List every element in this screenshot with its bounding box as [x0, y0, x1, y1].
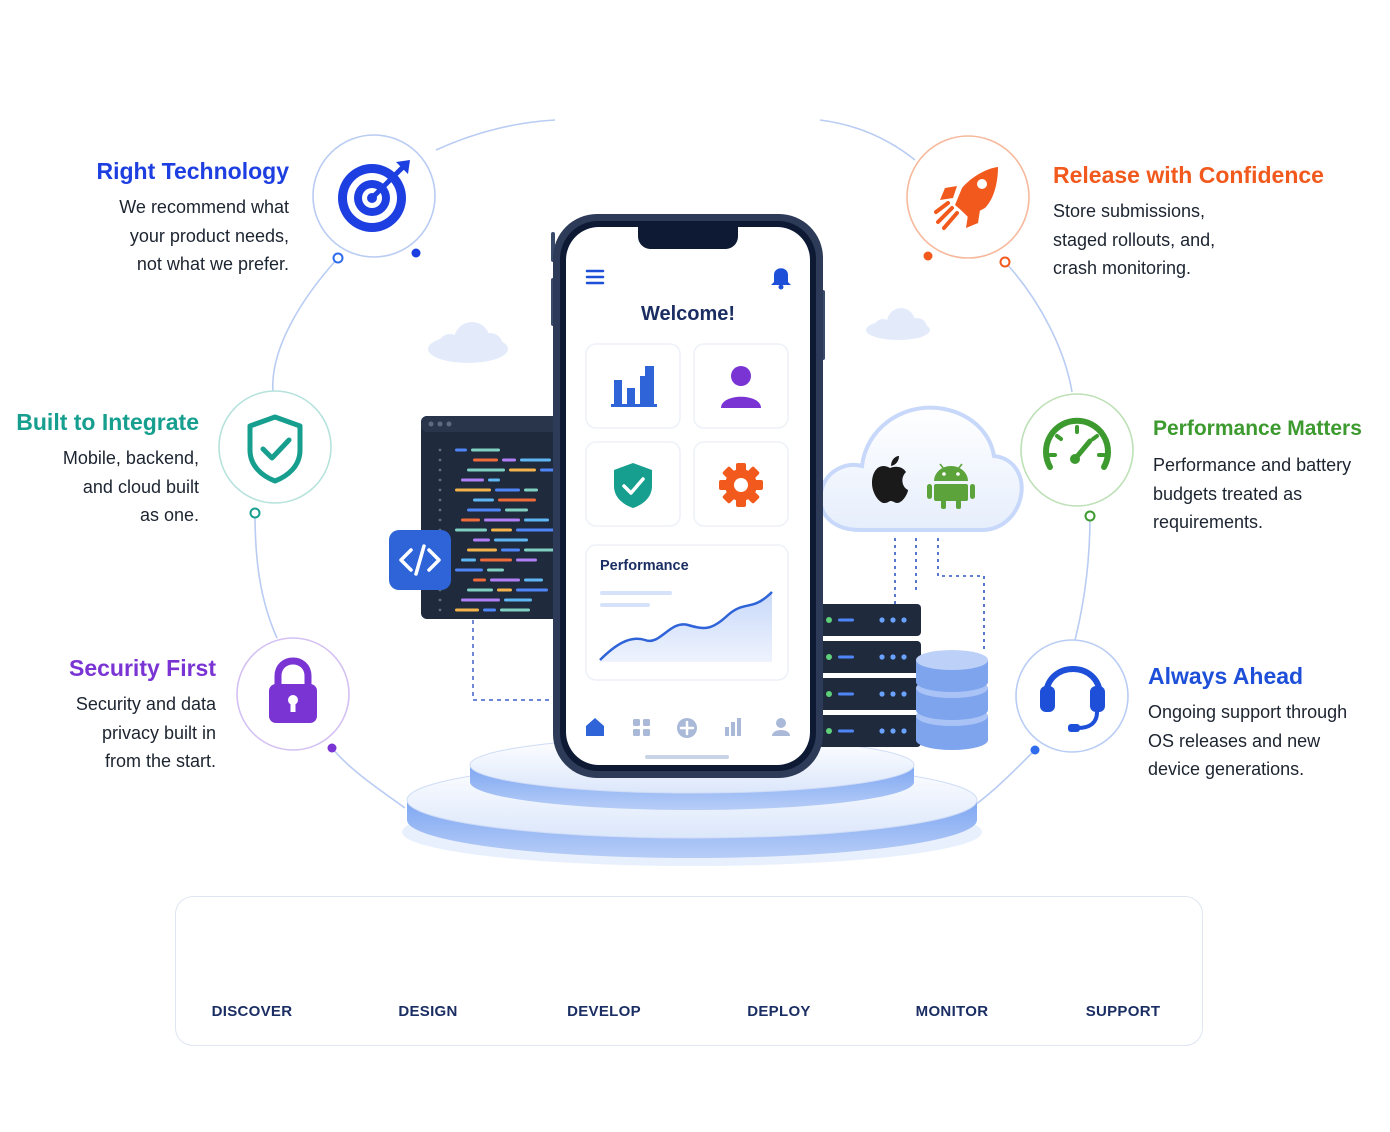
performance-card-title: Performance [600, 558, 689, 574]
profile-icon [772, 718, 790, 736]
feature-description: We recommend what your product needs, no… [119, 197, 289, 274]
feature-description: Store submissions, staged rollouts, and,… [1053, 201, 1216, 278]
user-icon [721, 366, 761, 408]
feature-security-first: Security First Security and data privacy… [0, 654, 216, 776]
feature-title: Right Technology [96, 158, 289, 184]
performance-line-chart [599, 591, 773, 662]
feature-title: Always Ahead [1148, 663, 1304, 689]
target-icon [338, 160, 410, 232]
feature-title: Performance Matters [1153, 417, 1362, 440]
orbit-nodes [249, 248, 1096, 755]
code-badge-icon [389, 530, 451, 590]
android-icon [927, 463, 975, 509]
step-deploy: DEPLOY [747, 1003, 811, 1020]
home-icon [586, 718, 604, 736]
small-cloud-icon [428, 322, 508, 363]
shield-check-icon [614, 463, 652, 508]
feature-description: Performance and battery budgets treated … [1153, 455, 1352, 532]
feature-built-to-integrate: Built to Integrate Mobile, backend, and … [0, 408, 199, 530]
connector-line [472, 620, 556, 701]
badge-built-to-integrate [218, 390, 332, 504]
step-develop: DEVELOP [567, 1003, 641, 1020]
bell-icon [771, 268, 791, 290]
headset-icon [1040, 666, 1105, 732]
small-cloud-icon [866, 308, 930, 340]
feature-always-ahead: Always Ahead Ongoing support through OS … [1148, 662, 1388, 784]
feature-performance-matters: Performance Matters Performance and batt… [1153, 415, 1388, 537]
feature-release-with-confidence: Release with Confidence Store submission… [1053, 161, 1373, 283]
step-discover: DISCOVER [211, 1003, 293, 1020]
apple-icon [872, 456, 908, 504]
grid-icon [633, 719, 650, 736]
bottom-nav [586, 718, 790, 759]
menu-icon [585, 269, 605, 285]
gear-icon [719, 463, 763, 507]
process-bar [175, 896, 1203, 1046]
stats-icon [725, 718, 741, 736]
feature-title: Release with Confidence [1053, 162, 1324, 188]
feature-title: Built to Integrate [16, 409, 199, 435]
lock-icon [269, 657, 317, 723]
phone-mockup [551, 214, 825, 778]
badge-security-first [236, 637, 350, 751]
server-stack [818, 604, 921, 747]
feature-right-technology: Right Technology We recommend what your … [29, 157, 289, 279]
badge-release-with-confidence [906, 135, 1030, 259]
step-support: SUPPORT [1085, 1003, 1161, 1020]
badge-right-technology [312, 134, 436, 258]
step-design: DESIGN [398, 1003, 458, 1020]
orbit-ring [254, 119, 1091, 809]
database-icon [916, 650, 988, 750]
step-monitor: MONITOR [915, 1003, 989, 1020]
phone-welcome-title: Welcome! [640, 303, 736, 325]
feature-description: Mobile, backend, and cloud built as one. [62, 448, 199, 525]
speedometer-icon [1043, 417, 1111, 470]
feature-description: Security and data privacy built in from … [75, 694, 216, 771]
badge-performance-matters [1020, 393, 1134, 507]
plus-icon [677, 718, 697, 738]
badge-always-ahead [1015, 639, 1129, 753]
shield-check-icon [247, 414, 303, 484]
bar-chart-icon [611, 366, 657, 407]
feature-title: Security First [69, 655, 216, 681]
feature-description: Ongoing support through OS releases and … [1148, 702, 1348, 779]
rocket-icon [934, 167, 998, 230]
